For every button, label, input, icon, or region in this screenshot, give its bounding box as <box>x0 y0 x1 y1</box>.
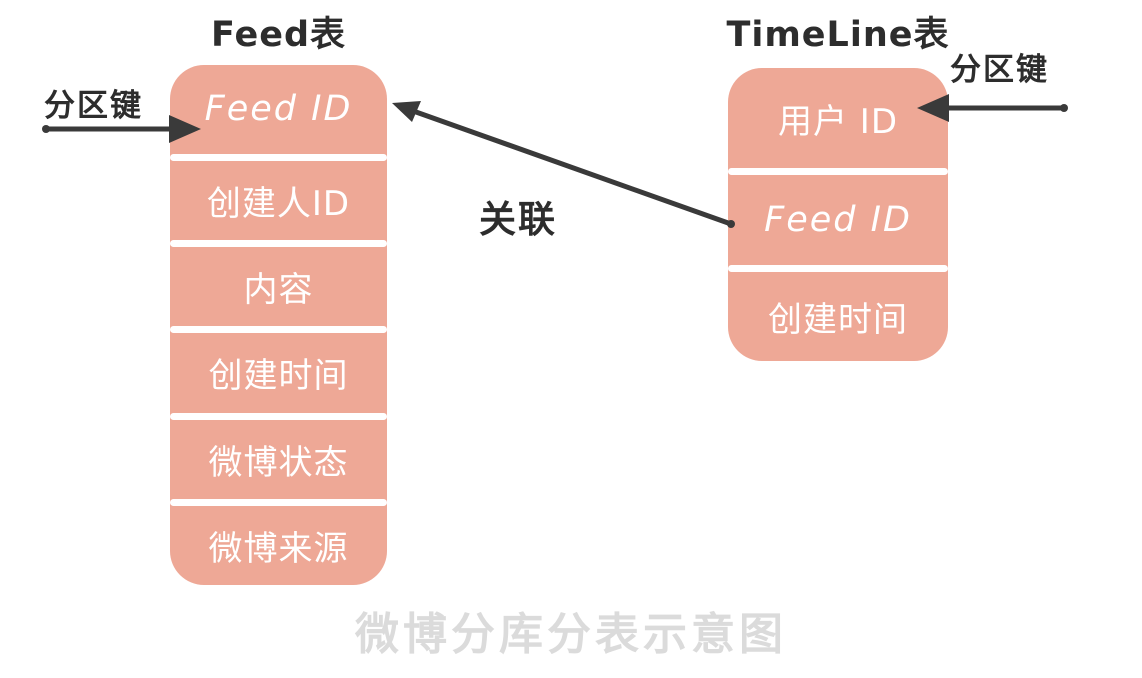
row-divider <box>728 168 948 176</box>
diagram-caption: 微博分库分表示意图 <box>355 609 787 660</box>
relation-arrow <box>392 101 735 228</box>
timeline-row-user-id: 用户 ID <box>777 101 898 142</box>
feed-row-content: 内容 <box>243 270 314 311</box>
feed-row-source: 微博来源 <box>208 528 349 569</box>
timeline-row-create-time: 创建时间 <box>768 299 908 340</box>
partition-key-label-left: 分区键 <box>44 88 143 124</box>
feed-table-title: Feed表 <box>210 15 347 55</box>
row-divider <box>170 326 387 334</box>
feed-table: Feed ID 创建人ID 内容 创建时间 微博状态 微博来源 <box>170 65 387 585</box>
relation-label: 关联 <box>479 198 557 241</box>
partition-key-label-right: 分区键 <box>950 52 1049 88</box>
row-divider <box>170 412 387 420</box>
row-divider <box>728 264 948 272</box>
feed-row-feed-id: Feed ID <box>204 89 353 130</box>
row-divider <box>170 240 387 248</box>
row-divider <box>170 153 387 161</box>
feed-row-create-time: 创建时间 <box>208 356 349 397</box>
feed-row-status: 微博状态 <box>208 442 349 483</box>
timeline-table: 用户 ID Feed ID 创建时间 <box>728 68 948 361</box>
timeline-row-feed-id: Feed ID <box>764 199 912 240</box>
row-divider <box>170 498 387 506</box>
feed-row-creator-id: 创建人ID <box>206 183 351 224</box>
timeline-table-title: TimeLine表 <box>726 15 950 55</box>
